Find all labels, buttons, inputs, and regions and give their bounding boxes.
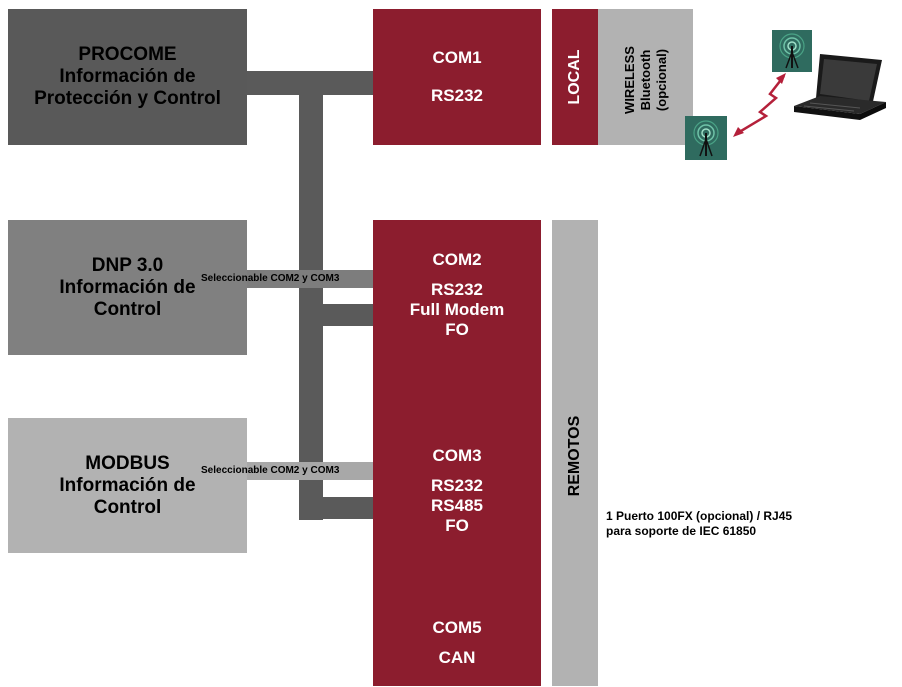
antenna-icon — [685, 116, 727, 160]
lightning-link-icon — [724, 70, 794, 140]
procome-title: PROCOME — [78, 44, 177, 65]
laptop-icon — [790, 50, 890, 128]
modbus-select-label: Seleccionable COM2 y COM3 — [201, 465, 340, 476]
procome-line-3: Protección y Control — [34, 88, 221, 109]
antenna-icon — [772, 30, 812, 72]
com2-modem: Full Modem — [409, 300, 505, 319]
remotos-panel — [552, 220, 598, 686]
com3-fo: FO — [445, 516, 469, 535]
wireless-box — [598, 9, 693, 145]
com2-rs232: RS232 — [431, 280, 483, 299]
dnp-title: DNP 3.0 — [91, 254, 164, 276]
modbus-box: MODBUS Información de Control — [8, 418, 247, 553]
ethernet-note: 1 Puerto 100FX (opcional) / RJ45 para so… — [606, 509, 792, 539]
modbus-line-2: Información de — [59, 474, 196, 496]
connector-vertical-trunk — [299, 71, 323, 520]
com5-group: COM5 CAN — [373, 618, 541, 668]
connector-modbus-select — [247, 462, 373, 480]
wireless-title: WIRELESS — [622, 46, 637, 114]
com2-fo: FO — [445, 320, 469, 339]
dnp-select-label: Seleccionable COM2 y COM3 — [201, 273, 340, 284]
procome-box: PROCOME Información de Protección y Cont… — [8, 9, 247, 145]
com3-label: COM3 — [432, 446, 482, 465]
com2-group: COM2 RS232 Full Modem FO — [373, 250, 541, 340]
procome-line-2: Información de — [59, 66, 196, 87]
local-label: LOCAL — [566, 49, 583, 105]
com2-label: COM2 — [432, 250, 482, 269]
ethernet-note-line-2: para soporte de IEC 61850 — [606, 524, 757, 538]
connector-trunk-com2 — [323, 304, 373, 326]
wireless-bluetooth: Bluetooth — [638, 49, 653, 111]
dnp-line-3: Control — [93, 298, 162, 320]
modbus-title: MODBUS — [85, 452, 170, 474]
com1-rs232: RS232 — [431, 86, 483, 105]
ethernet-note-line-1: 1 Puerto 100FX (opcional) / RJ45 — [606, 509, 793, 523]
remotos-label: REMOTOS — [566, 415, 583, 497]
remote-com-box — [373, 220, 541, 686]
com1-box: COM1 RS232 — [373, 9, 541, 145]
wireless-optional: (opcional) — [654, 48, 669, 112]
dnp-box: DNP 3.0 Información de Control — [8, 220, 247, 355]
dnp-line-2: Información de — [59, 276, 196, 298]
connector-dnp-select — [247, 270, 373, 288]
connector-trunk-com3 — [323, 497, 373, 519]
com5-can: CAN — [438, 648, 476, 667]
wireless-text: WIRELESS Bluetooth (opcional) — [622, 20, 670, 140]
local-box — [552, 9, 598, 145]
modbus-line-3: Control — [93, 496, 162, 518]
com3-rs232: RS232 — [431, 476, 483, 495]
com5-label: COM5 — [432, 618, 482, 637]
com1-label: COM1 — [432, 48, 482, 67]
com3-rs485: RS485 — [431, 496, 483, 515]
com3-group: COM3 RS232 RS485 FO — [373, 446, 541, 536]
